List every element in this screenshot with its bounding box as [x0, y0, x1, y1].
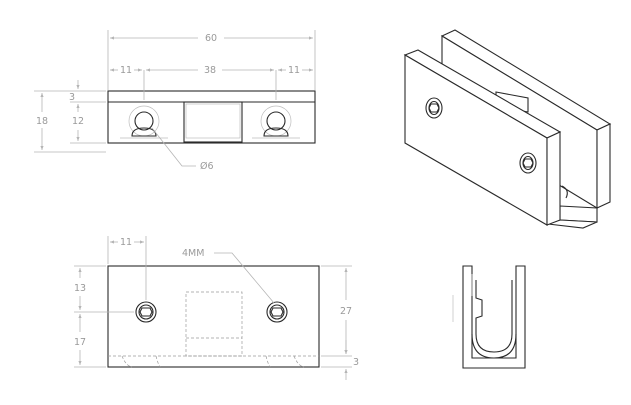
- dim-upper-height: 13: [74, 283, 86, 294]
- dim-lower-height: 17: [74, 337, 86, 348]
- left-hole: [120, 70, 168, 139]
- side-view: [452, 265, 526, 369]
- side-view-outline: [462, 265, 526, 369]
- right-hole: [252, 70, 300, 139]
- side-view-insert: [475, 280, 483, 334]
- dim-left-offset: 11: [120, 65, 132, 76]
- front-screw-right: [266, 301, 288, 323]
- dim-screw-size: 4MM: [182, 248, 204, 259]
- dim-hole-spacing: 38: [204, 65, 216, 76]
- top-view: 60 11 38 11 18 3 12 Ø6: [34, 30, 316, 172]
- isometric-view: [403, 29, 612, 229]
- center-slot: [183, 101, 243, 143]
- front-view-outline: [107, 265, 320, 368]
- dim-top-offset: 3: [69, 92, 75, 103]
- hidden-slot: [185, 291, 243, 357]
- dim-slot-height: 12: [72, 116, 84, 127]
- dim-base-thickness: 3: [353, 357, 359, 368]
- dim-overall-width: 60: [205, 33, 217, 44]
- dim-overall-height: 18: [36, 116, 48, 127]
- dim-front-left-offset: 11: [120, 237, 132, 248]
- front-screw-left: [135, 301, 157, 323]
- dim-front-overall-height: 27: [340, 306, 352, 317]
- iso-screw-right: [519, 152, 537, 174]
- dim-hole-diameter: Ø6: [200, 161, 214, 172]
- front-view: 11 4MM 13 17 27 3: [74, 236, 359, 380]
- dim-right-offset: 11: [288, 65, 300, 76]
- iso-screw-left: [425, 97, 443, 119]
